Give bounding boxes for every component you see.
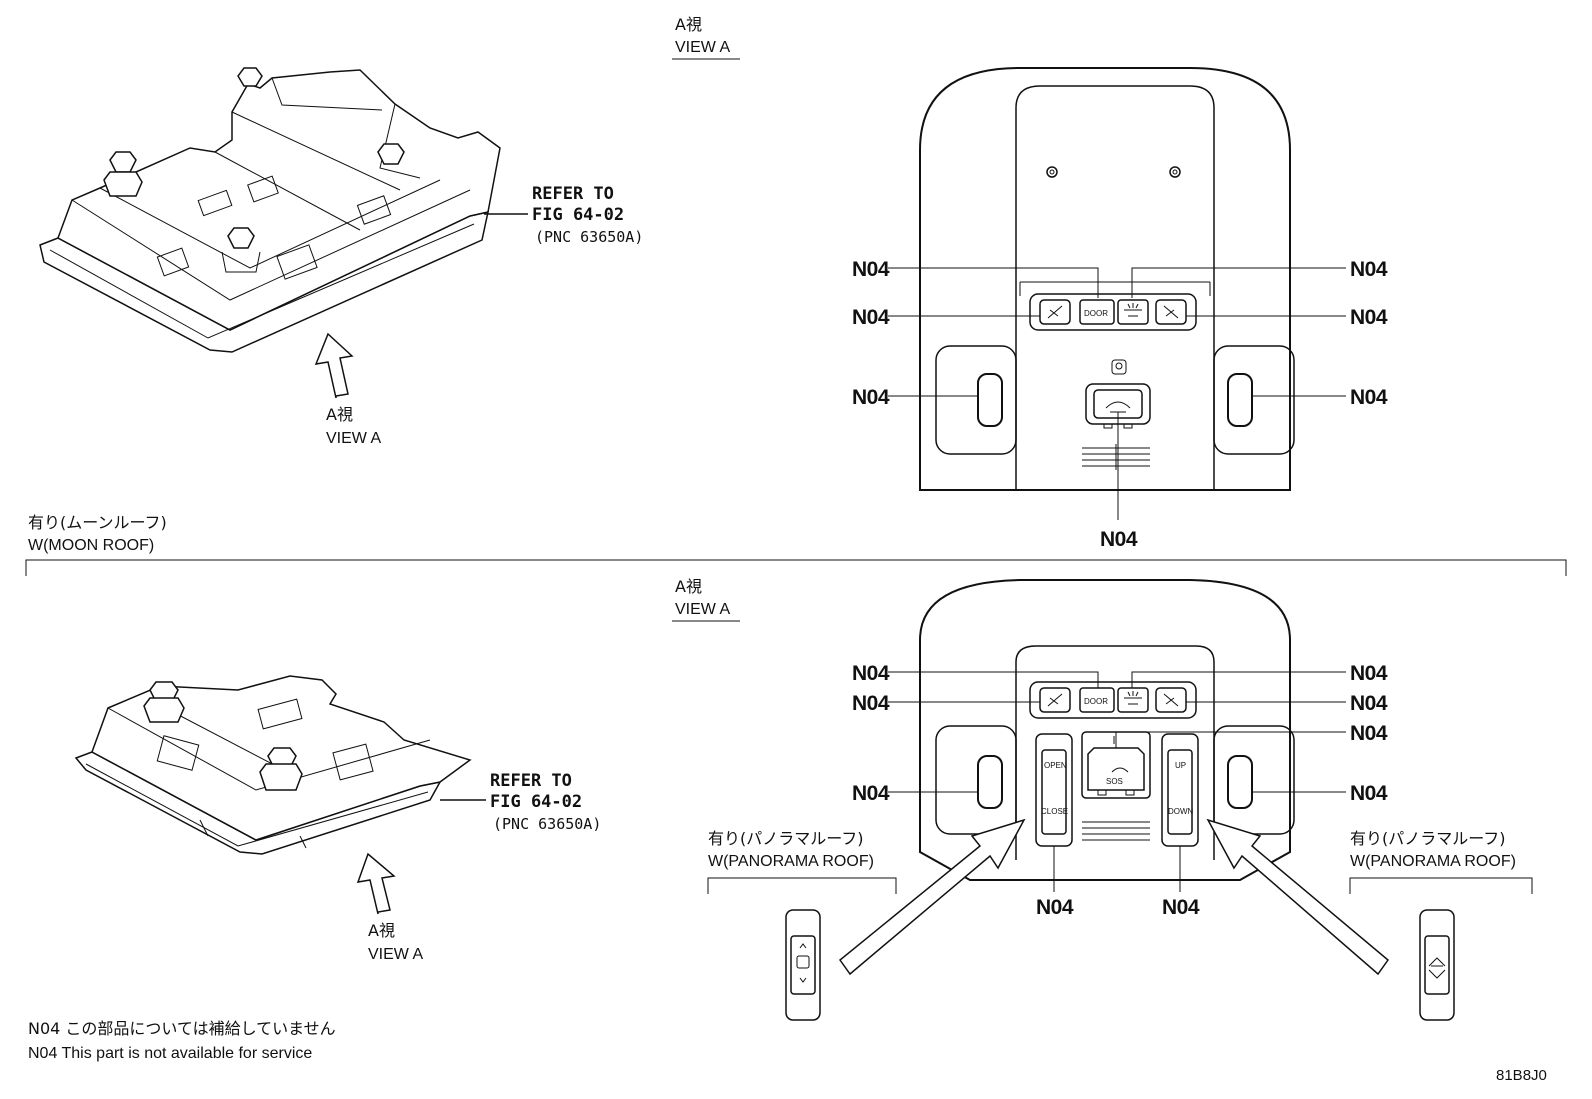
callout-n04: N04 <box>1350 782 1388 805</box>
callout-n04: N04 <box>852 692 890 715</box>
refer-line1: REFER TO <box>490 771 572 791</box>
svg-text:DOWN: DOWN <box>1168 807 1194 816</box>
refer-line3: (PNC 63650A) <box>535 228 643 246</box>
footnote-jp: N04 この部品については補給していません <box>28 1019 336 1038</box>
callout-n04: N04 <box>852 258 890 281</box>
svg-text:DOOR: DOOR <box>1084 309 1108 318</box>
svg-text:OPEN: OPEN <box>1044 761 1067 770</box>
right-lamp <box>1213 725 1295 835</box>
callout-n04: N04 <box>1350 306 1388 329</box>
console-front-view-top: DOOR <box>919 67 1295 491</box>
right-lamp <box>1213 345 1295 455</box>
svg-text:CLOSE: CLOSE <box>1041 807 1068 816</box>
door-switch <box>1079 299 1115 325</box>
view-arrow-label-en: VIEW A <box>326 430 381 447</box>
svg-text:DOOR: DOOR <box>1084 697 1108 706</box>
callout-n04: N04 <box>852 662 890 685</box>
refer-line2: FIG 64-02 <box>490 792 582 812</box>
left-lamp <box>935 725 1017 835</box>
door-switch <box>1079 687 1115 713</box>
callout-n04: N04 <box>1162 896 1200 919</box>
pointer-arrow-left <box>838 818 1026 976</box>
section-divider <box>25 559 1567 576</box>
refer-line2: FIG 64-02 <box>532 205 624 225</box>
vent-top <box>1082 444 1150 470</box>
view-a-heading-bottom: A視 VIEW A <box>672 577 740 622</box>
callout-n04: N04 <box>1350 662 1388 685</box>
callout-n04: N04 <box>1350 722 1388 745</box>
console-assembly-bottom <box>74 675 472 855</box>
figure-code: 81B8J0 <box>1496 1067 1547 1084</box>
view-arrow-label-jp: A視 <box>326 405 353 424</box>
callout-n04: N04 <box>1036 896 1074 919</box>
section-label-en: W(MOON ROOF) <box>28 537 154 554</box>
pointer-arrow-right <box>1206 818 1390 976</box>
panorama-switch-variant-left <box>785 909 821 1021</box>
bottom-callout-leaders <box>888 671 1346 892</box>
callout-n04: N04 <box>852 386 890 409</box>
variant-label-jp: 有り(パノラマルーフ) <box>708 829 864 848</box>
callout-n04: N04 <box>1100 528 1138 551</box>
svg-text:SOS: SOS <box>1106 777 1123 786</box>
refer-note-bottom: REFER TO FIG 64-02 (PNC 63650A) <box>440 771 601 833</box>
variant-label-en: W(PANORAMA ROOF) <box>1350 853 1516 870</box>
callout-n04: N04 <box>1350 386 1388 409</box>
view-a-label-jp: A視 <box>675 577 702 596</box>
left-lamp <box>935 345 1017 455</box>
variant-label-jp: 有り(パノラマルーフ) <box>1350 829 1506 848</box>
view-arrow-top: A視 VIEW A <box>314 332 381 447</box>
callout-n04: N04 <box>1350 258 1388 281</box>
variant-label-en: W(PANORAMA ROOF) <box>708 853 874 870</box>
view-arrow-label-en: VIEW A <box>368 946 423 963</box>
vent-bottom <box>1082 821 1150 841</box>
panorama-variant-left: 有り(パノラマルーフ) W(PANORAMA ROOF) <box>707 829 897 1021</box>
callout-n04: N04 <box>852 782 890 805</box>
view-a-label-en: VIEW A <box>675 39 730 56</box>
section-label-jp: 有り(ムーンルーフ) <box>28 513 167 532</box>
svg-text:UP: UP <box>1175 761 1186 770</box>
view-arrow-label-jp: A視 <box>368 921 395 940</box>
panorama-switch-variant-right <box>1419 909 1455 1021</box>
room-light-switch <box>1117 687 1149 713</box>
panorama-variant-right: 有り(パノラマルーフ) W(PANORAMA ROOF) <box>1349 829 1533 1021</box>
refer-note-top: REFER TO FIG 64-02 (PNC 63650A) <box>484 184 643 246</box>
refer-line1: REFER TO <box>532 184 614 204</box>
view-a-heading-top: A視 VIEW A <box>672 15 740 60</box>
callout-n04: N04 <box>852 306 890 329</box>
view-a-label-en: VIEW A <box>675 601 730 618</box>
footnote-en: N04 This part is not available for servi… <box>28 1045 312 1062</box>
console-assembly-top <box>39 67 501 353</box>
console-front-view-bottom: DOOR OPEN CLOSE UP DOWN SOS <box>919 579 1295 881</box>
callout-n04: N04 <box>1350 692 1388 715</box>
room-light-switch <box>1117 299 1149 325</box>
top-callout-leaders <box>888 267 1346 520</box>
view-a-label-jp: A視 <box>675 15 702 34</box>
refer-line3: (PNC 63650A) <box>493 815 601 833</box>
view-arrow-bottom: A視 VIEW A <box>356 852 423 963</box>
